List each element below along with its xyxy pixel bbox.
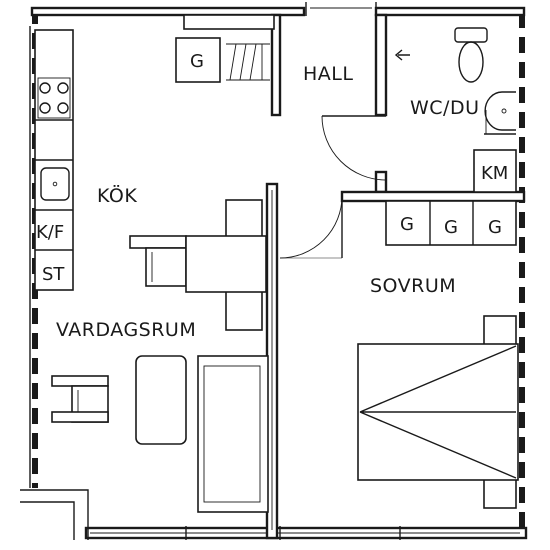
- dining-table: [129, 199, 267, 331]
- wardrobes: [385, 200, 517, 246]
- room-label-st: ST: [42, 264, 65, 285]
- doors: [279, 49, 410, 259]
- coffee-table: [135, 355, 187, 445]
- exterior-walls: [20, 2, 528, 540]
- shower-wall: [484, 110, 516, 135]
- sofa: [197, 355, 269, 513]
- closet-label-sovrum-1: G: [400, 214, 414, 235]
- room-label-kok: KÖK: [97, 184, 137, 207]
- room-label-sovrum: SOVRUM: [370, 275, 456, 297]
- hall-closet: [175, 14, 275, 83]
- toilet-icon: [454, 27, 488, 83]
- room-labels: HALL WC/DU KÖK KM K/F ST VARDAGSRUM SOVR…: [36, 51, 508, 341]
- room-label-vardagsrum: VARDAGSRUM: [56, 319, 196, 341]
- kitchen-sink-icon: [40, 167, 70, 201]
- closet-label-hall: G: [190, 51, 204, 72]
- room-label-kf: K/F: [36, 222, 64, 243]
- stove-icon: [37, 77, 71, 119]
- washing-machine: [473, 149, 517, 193]
- bath-sink-icon: [484, 91, 516, 131]
- room-label-km: KM: [481, 163, 508, 184]
- armchair: [51, 375, 109, 423]
- closet-label-sovrum-3: G: [488, 217, 502, 238]
- room-label-hall: HALL: [303, 63, 353, 85]
- double-bed: [357, 315, 519, 509]
- closet-label-sovrum-2: G: [444, 217, 458, 238]
- kitchen-counter: [34, 29, 74, 291]
- room-label-wc-du: WC/DU: [410, 97, 480, 119]
